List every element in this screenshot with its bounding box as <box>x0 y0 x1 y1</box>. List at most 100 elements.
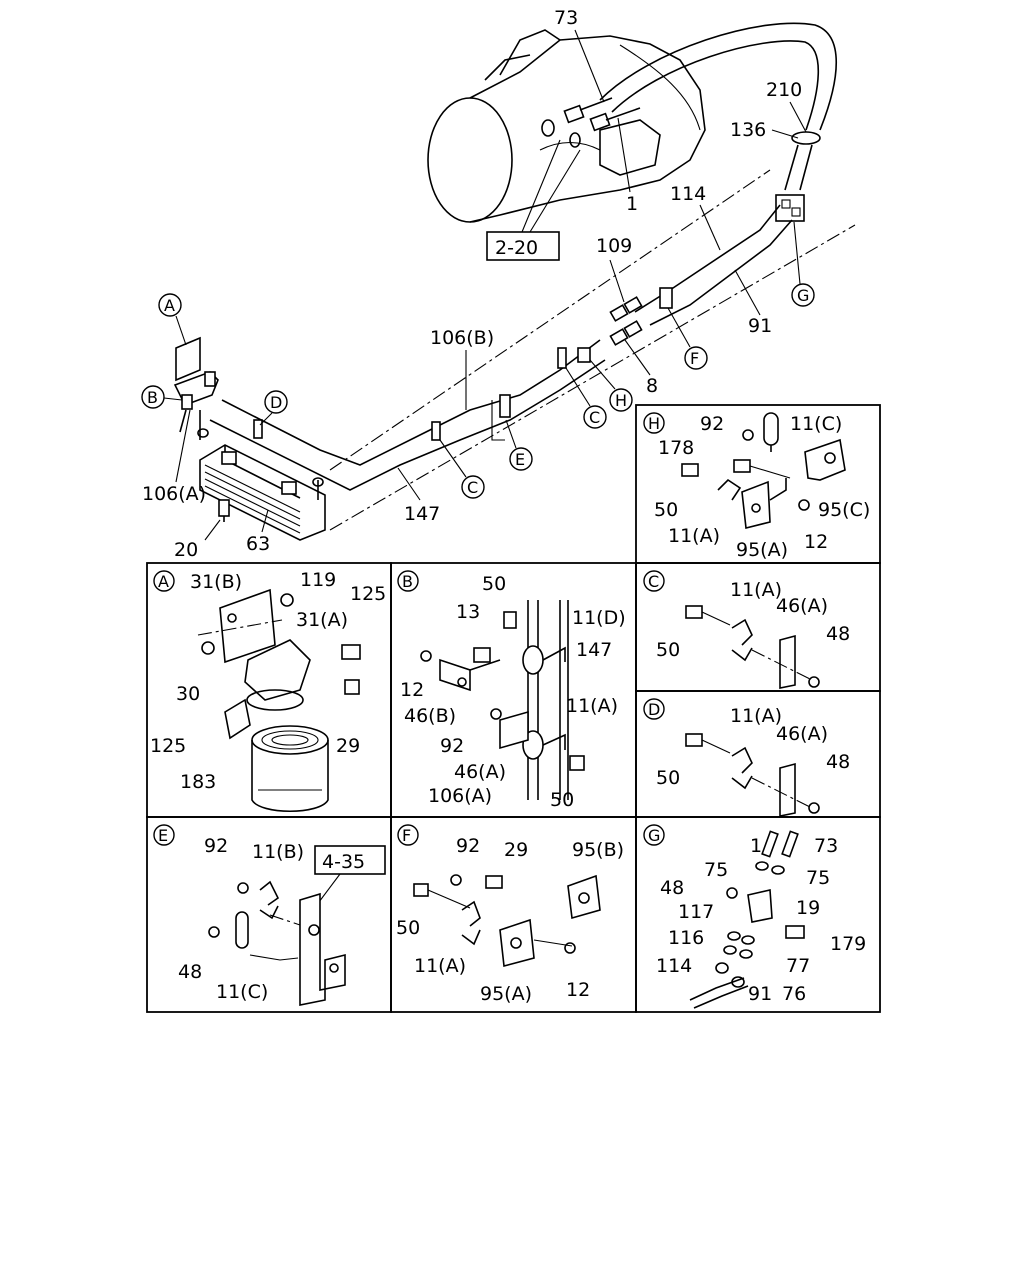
panel-d-letter: D <box>648 700 660 719</box>
panel-b-label-92: 92 <box>440 735 464 757</box>
line-147 <box>209 359 606 491</box>
panel-a-letter: A <box>158 572 169 591</box>
panel-h-label-12: 12 <box>804 531 828 553</box>
panel-g-label-19: 19 <box>796 897 820 919</box>
panel-h-label-178: 178 <box>658 437 694 459</box>
pipe-fittings <box>609 296 643 346</box>
panel-h-label-50: 50 <box>654 499 678 521</box>
panel-f-label-95b: 95(B) <box>572 839 624 861</box>
panel-g-letter: G <box>648 826 660 845</box>
cooler-hose-outer <box>599 22 838 131</box>
detail-panel-h: H 92 11(C) 178 50 95(C) 11(A) 95(A) 12 <box>635 404 881 564</box>
transmission-housing <box>427 29 706 223</box>
panel-d-label-46a: 46(A) <box>776 723 828 745</box>
detail-panel-b: B 50 13 11(D) 147 12 46(B) 11(A) 92 46(A… <box>390 562 637 818</box>
panel-h-letter: H <box>648 414 660 433</box>
panel-e-label-92: 92 <box>204 835 228 857</box>
frame-rail-upper <box>329 169 771 471</box>
panel-b-label-46b: 46(B) <box>404 705 456 727</box>
marker-d: D <box>270 393 282 412</box>
callout-73: 73 <box>554 7 578 29</box>
callout-8: 8 <box>646 375 658 397</box>
panel-c-label-48: 48 <box>826 623 850 645</box>
marker-c2: C <box>589 408 600 427</box>
main-callouts: 73 1 210 136 114 109 91 8 106(B) 147 106… <box>142 7 807 561</box>
panel-a-label-31a: 31(A) <box>296 609 348 631</box>
panel-f-label-92: 92 <box>456 835 480 857</box>
panel-a-label-29: 29 <box>336 735 360 757</box>
panel-a-label-183: 183 <box>180 771 216 793</box>
marker-g: G <box>797 286 809 305</box>
panel-f-label-12: 12 <box>566 979 590 1001</box>
ref-2-20: 2-20 <box>495 237 538 259</box>
panel-g-label-116: 116 <box>668 927 704 949</box>
detail-panel-d: D 11(A) 46(A) 50 48 <box>635 690 881 818</box>
panel-h-label-11c: 11(C) <box>790 413 842 435</box>
callout-114: 114 <box>670 183 706 205</box>
panel-e-label-11b: 11(B) <box>252 841 304 863</box>
panel-g-label-114: 114 <box>656 955 692 977</box>
panel-e-label-48: 48 <box>178 961 202 983</box>
panel-a-label-125-top: 125 <box>350 583 386 605</box>
detail-panel-e: E 4-35 92 11(B) 48 11(C) <box>146 816 392 1013</box>
panel-g-label-73: 73 <box>814 835 838 857</box>
panel-g-label-48: 48 <box>660 877 684 899</box>
clip-c <box>431 421 441 441</box>
filter-bracket <box>173 336 230 522</box>
marker-b: B <box>147 388 158 407</box>
detail-panel-g: G 1 73 75 75 48 19 117 116 179 77 114 91… <box>635 816 881 1013</box>
panel-a-label-31b: 31(B) <box>190 571 242 593</box>
callout-147: 147 <box>404 503 440 525</box>
frame-rail-lower <box>329 224 856 531</box>
callout-91: 91 <box>748 315 772 337</box>
panel-d-label-48: 48 <box>826 751 850 773</box>
detail-panel-a: A 31(B) 119 125 31(A) 30 29 125 183 <box>146 562 392 818</box>
panel-h-label-11a: 11(A) <box>668 525 720 547</box>
callout-20: 20 <box>174 539 198 561</box>
panel-a-label-125-bottom: 125 <box>150 735 186 757</box>
callout-136: 136 <box>730 119 766 141</box>
panel-b-label-11a: 11(A) <box>566 695 618 717</box>
panel-e-label-11c: 11(C) <box>216 981 268 1003</box>
panel-f-label-11a: 11(A) <box>414 955 466 977</box>
callout-210: 210 <box>766 79 802 101</box>
pipe-91 <box>649 219 793 326</box>
panel-c-label-11a: 11(A) <box>730 579 782 601</box>
ref-box-4-35 <box>314 845 386 875</box>
panel-a-label-30: 30 <box>176 683 200 705</box>
panel-g-label-179: 179 <box>830 933 866 955</box>
panel-d-label-50: 50 <box>656 767 680 789</box>
callout-106a: 106(A) <box>142 483 206 505</box>
clip-h <box>577 347 591 363</box>
clip-f <box>659 287 673 309</box>
oil-cooler <box>199 444 326 541</box>
marker-h: H <box>615 391 627 410</box>
panel-f-label-95a: 95(A) <box>480 983 532 1005</box>
callout-106b: 106(B) <box>430 327 494 349</box>
cooler-hose-inner <box>611 40 820 131</box>
panel-b-label-13: 13 <box>456 601 480 623</box>
panel-h-label-95c: 95(C) <box>818 499 870 521</box>
panel-f-label-50: 50 <box>396 917 420 939</box>
panel-h-label-95a: 95(A) <box>736 539 788 561</box>
marker-f: F <box>690 349 699 368</box>
panel-g-label-1: 1 <box>750 835 762 857</box>
marker-c: C <box>467 478 478 497</box>
panel-g-label-75-right: 75 <box>806 867 830 889</box>
line-106b <box>221 339 601 466</box>
marker-e: E <box>515 450 525 469</box>
panel-h-label-92: 92 <box>700 413 724 435</box>
panel-b-label-46a: 46(A) <box>454 761 506 783</box>
transmission-fittings <box>563 97 641 132</box>
callout-63: 63 <box>246 533 270 555</box>
panel-e-letter: E <box>158 826 168 845</box>
panel-g-label-75-left: 75 <box>704 859 728 881</box>
marker-a: A <box>164 296 175 315</box>
panel-c-label-46a: 46(A) <box>776 595 828 617</box>
callout-1: 1 <box>626 193 638 215</box>
panel-b-label-106a: 106(A) <box>428 785 492 807</box>
panel-b-label-147: 147 <box>576 639 612 661</box>
clip-c2 <box>557 347 567 369</box>
panel-b-label-50-bottom: 50 <box>550 789 574 811</box>
